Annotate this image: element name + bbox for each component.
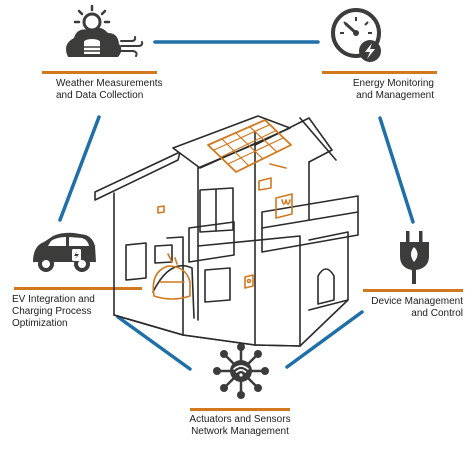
label-energy: Energy Monitoring and Management bbox=[322, 78, 434, 102]
energy-accent-bar bbox=[322, 71, 437, 74]
smart-house-sketch-icon bbox=[94, 115, 359, 347]
power-plug-icon bbox=[400, 231, 429, 284]
ev-accent-bar bbox=[14, 287, 142, 290]
connector-ev-weather bbox=[58, 115, 101, 222]
label-ev-line2: Charging Process bbox=[12, 306, 92, 317]
label-device-line1: Device Management bbox=[371, 296, 463, 307]
wifi-network-hub-icon bbox=[213, 343, 269, 399]
connector-energy-device bbox=[378, 116, 415, 224]
cloud-sun-database-icon bbox=[66, 4, 144, 57]
label-energy-line1: Energy Monitoring bbox=[352, 78, 434, 89]
label-actuators: Actuators and Sensors Network Management bbox=[180, 414, 300, 438]
label-energy-line2: and Management bbox=[356, 90, 434, 101]
device-accent-bar bbox=[363, 289, 463, 292]
label-ev-line1: EV Integration and bbox=[12, 294, 95, 305]
label-actuators-line1: Actuators and Sensors bbox=[189, 414, 291, 425]
label-weather-line2: and Data Collection bbox=[56, 90, 144, 101]
actuators-accent-bar bbox=[190, 408, 290, 411]
label-ev: EV Integration and Charging Process Opti… bbox=[12, 294, 95, 330]
connector-device-actuators bbox=[285, 310, 364, 369]
gauge-lightning-icon bbox=[331, 8, 381, 62]
label-device: Device Management and Control bbox=[350, 296, 463, 320]
label-weather-line1: Weather Measurements bbox=[56, 78, 163, 89]
weather-accent-bar bbox=[42, 71, 157, 74]
label-weather: Weather Measurements and Data Collection bbox=[56, 78, 163, 102]
electric-car-icon bbox=[33, 232, 96, 272]
connector-actuators-ev bbox=[116, 315, 192, 371]
label-ev-line3: Optimization bbox=[12, 318, 68, 329]
label-device-line2: and Control bbox=[411, 308, 463, 319]
label-actuators-line2: Network Management bbox=[191, 426, 289, 437]
